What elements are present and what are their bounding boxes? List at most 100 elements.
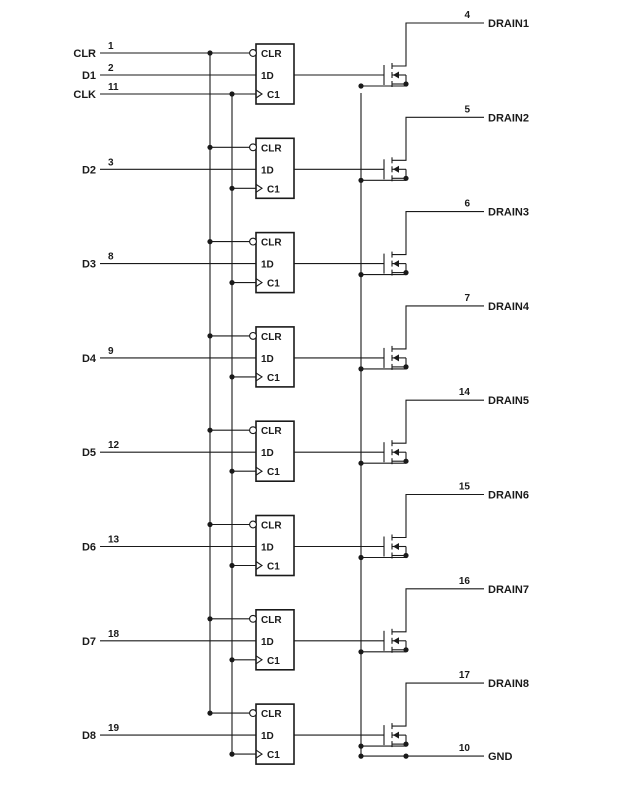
junction-dot <box>229 751 235 757</box>
ff-clk-label: C1 <box>267 467 280 478</box>
d-pin-number: 3 <box>108 157 114 168</box>
d-pin-number: 19 <box>108 723 120 734</box>
wiring <box>100 22 484 759</box>
drain-line <box>392 399 484 444</box>
junction-dot <box>229 468 235 474</box>
d-pin-number: 13 <box>108 535 120 546</box>
drain-line <box>392 22 484 67</box>
ff-clk-label: C1 <box>267 90 280 101</box>
drain-label: DRAIN2 <box>488 112 529 124</box>
mosfet-arrow <box>393 448 399 456</box>
clr-input-label: CLR <box>73 48 96 60</box>
d-pin-number: 9 <box>108 346 114 357</box>
ff-clr-label: CLR <box>261 426 282 437</box>
ff-clk-label: C1 <box>267 279 280 290</box>
d-input-label: D5 <box>82 447 96 459</box>
drain-label: DRAIN3 <box>488 207 529 219</box>
clear-inversion-bubble <box>249 143 257 152</box>
ff-clr-label: CLR <box>261 49 282 60</box>
clock-edge-symbol <box>255 183 263 193</box>
drain-label: DRAIN4 <box>488 301 530 313</box>
ff-clr-label: CLR <box>261 615 282 626</box>
d-pin-number: 8 <box>108 252 114 263</box>
drain-line <box>392 682 484 727</box>
d-flip-flop <box>255 326 295 388</box>
junction-dot <box>207 427 213 433</box>
junction-dot <box>403 552 409 559</box>
clock-edge-symbol <box>255 372 263 382</box>
junction-dot <box>358 753 364 759</box>
drain-line <box>392 588 484 633</box>
junction-dot <box>403 364 409 370</box>
junction-dot <box>358 743 364 749</box>
mosfet-arrow <box>393 71 399 79</box>
d-pin-number: 2 <box>108 63 114 74</box>
drain-pin-number: 15 <box>459 482 471 493</box>
ff-clr-label: CLR <box>261 709 282 720</box>
drain-label: DRAIN8 <box>488 678 529 690</box>
drain-label: DRAIN7 <box>488 584 529 596</box>
d-input-label: D8 <box>82 730 96 742</box>
clk-input-label: CLK <box>73 89 96 101</box>
drain-pin-number: 14 <box>459 387 471 398</box>
ff-clr-label: CLR <box>261 332 282 343</box>
junction-dot <box>229 562 235 569</box>
drain-pin-number: 5 <box>464 104 470 115</box>
components <box>249 43 399 765</box>
clr-pin-number: 1 <box>108 41 114 52</box>
ff-d-label: 1D <box>261 354 274 365</box>
junction-dot <box>358 366 364 372</box>
drain-line <box>392 116 484 161</box>
clock-edge-symbol <box>255 89 263 99</box>
clear-inversion-bubble <box>249 520 257 529</box>
ff-d-label: 1D <box>261 71 274 82</box>
drain-pin-number: 6 <box>464 199 470 210</box>
junction-dot <box>229 280 235 286</box>
junction-dot <box>403 270 409 276</box>
ff-clr-label: CLR <box>261 143 282 154</box>
drain-label: DRAIN1 <box>488 18 529 30</box>
ff-clk-label: C1 <box>267 562 280 573</box>
clear-inversion-bubble <box>249 331 257 340</box>
mosfet-arrow <box>393 165 399 173</box>
junction-dot <box>358 649 364 655</box>
junction-dot <box>229 657 235 663</box>
d-input-label: D6 <box>82 542 96 554</box>
ff-clr-label: CLR <box>261 521 282 532</box>
mosfet-arrow <box>393 354 399 362</box>
junction-dot <box>403 741 409 747</box>
clear-inversion-bubble <box>249 426 257 435</box>
junction-dot <box>229 91 235 97</box>
junction-dot <box>403 458 409 464</box>
junction-dot <box>207 144 213 150</box>
junction-dot <box>207 710 213 716</box>
junction-dot <box>229 185 235 191</box>
junction-dot <box>229 374 235 380</box>
clock-edge-symbol <box>255 749 263 759</box>
junction-dot <box>403 175 409 181</box>
drain-label: DRAIN5 <box>488 395 529 407</box>
clock-edge-symbol <box>255 655 263 665</box>
clear-inversion-bubble <box>249 49 257 57</box>
clock-edge-symbol <box>255 561 263 570</box>
drain-line <box>392 305 484 350</box>
drain-pin-number: 17 <box>459 670 471 681</box>
d-input-label: D2 <box>82 164 96 176</box>
d-input-label: D3 <box>82 259 96 271</box>
ff-d-label: 1D <box>261 731 274 742</box>
labels: CLR1DC1D124DRAIN1CLR1DC1D235DRAIN2CLR1DC… <box>73 10 529 763</box>
ff-clr-label: CLR <box>261 238 282 249</box>
junction-dot <box>358 272 364 278</box>
junction-dot <box>358 83 364 89</box>
d-pin-number: 18 <box>108 629 120 640</box>
junction-dot <box>403 81 409 87</box>
drain-label: DRAIN6 <box>488 490 529 502</box>
ff-clk-label: C1 <box>267 184 280 195</box>
ff-d-label: 1D <box>261 543 274 554</box>
d-pin-number: 12 <box>108 440 120 451</box>
ff-clk-label: C1 <box>267 656 280 667</box>
drain-pin-number: 16 <box>459 576 471 587</box>
gnd-label: GND <box>488 751 513 763</box>
mosfet-arrow <box>393 543 399 550</box>
drain-line <box>392 493 484 539</box>
